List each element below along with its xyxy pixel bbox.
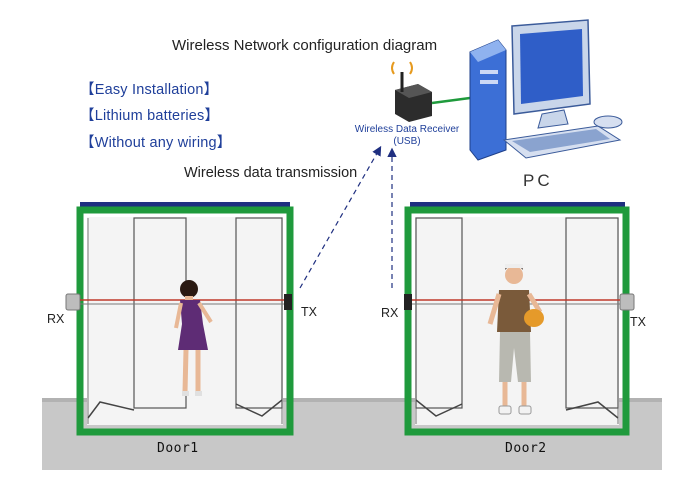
door1-frame (76, 206, 294, 436)
wireless-receiver-device (391, 61, 432, 122)
pc-label: PC (523, 171, 553, 190)
door1-label: Door1 (157, 441, 199, 456)
door1-tx-sensor (284, 294, 292, 310)
door2-tx-sensor (619, 293, 635, 311)
transmission-label: Wireless data transmission (184, 165, 358, 181)
door1-header (80, 202, 290, 208)
door1-rx-label: RX (47, 312, 65, 326)
door2-rx-sensor (404, 294, 412, 310)
feature-without-wiring: 【Without any wiring】 (80, 135, 232, 151)
door2-panel-right (565, 217, 619, 409)
pc-computer (469, 19, 623, 161)
door1-panel-right (235, 217, 283, 409)
door1-assembly (65, 202, 294, 436)
door2-panel-left (415, 217, 463, 409)
receiver-name: Wireless Data Receiver (354, 124, 460, 135)
woman-figure (174, 280, 213, 396)
man-figure (487, 264, 544, 415)
receiver-interface: (USB) (393, 136, 421, 147)
door2-header (410, 202, 625, 208)
diagram-title: Wireless Network configuration diagram (172, 37, 438, 54)
receiver-label: Wireless Data Receiver (USB) (352, 124, 462, 148)
door1-rx-sensor (65, 293, 81, 311)
door2-rx-label: RX (381, 306, 399, 320)
door2-label: Door2 (505, 441, 547, 456)
door2-frame (404, 206, 630, 436)
feature-easy-installation: 【Easy Installation】 (80, 82, 219, 98)
door1-tx-label: TX (301, 305, 317, 319)
door2-assembly (404, 202, 635, 436)
usb-cable (431, 96, 471, 105)
feature-lithium-batteries: 【Lithium batteries】 (80, 108, 220, 124)
door2-tx-label: TX (630, 315, 646, 329)
